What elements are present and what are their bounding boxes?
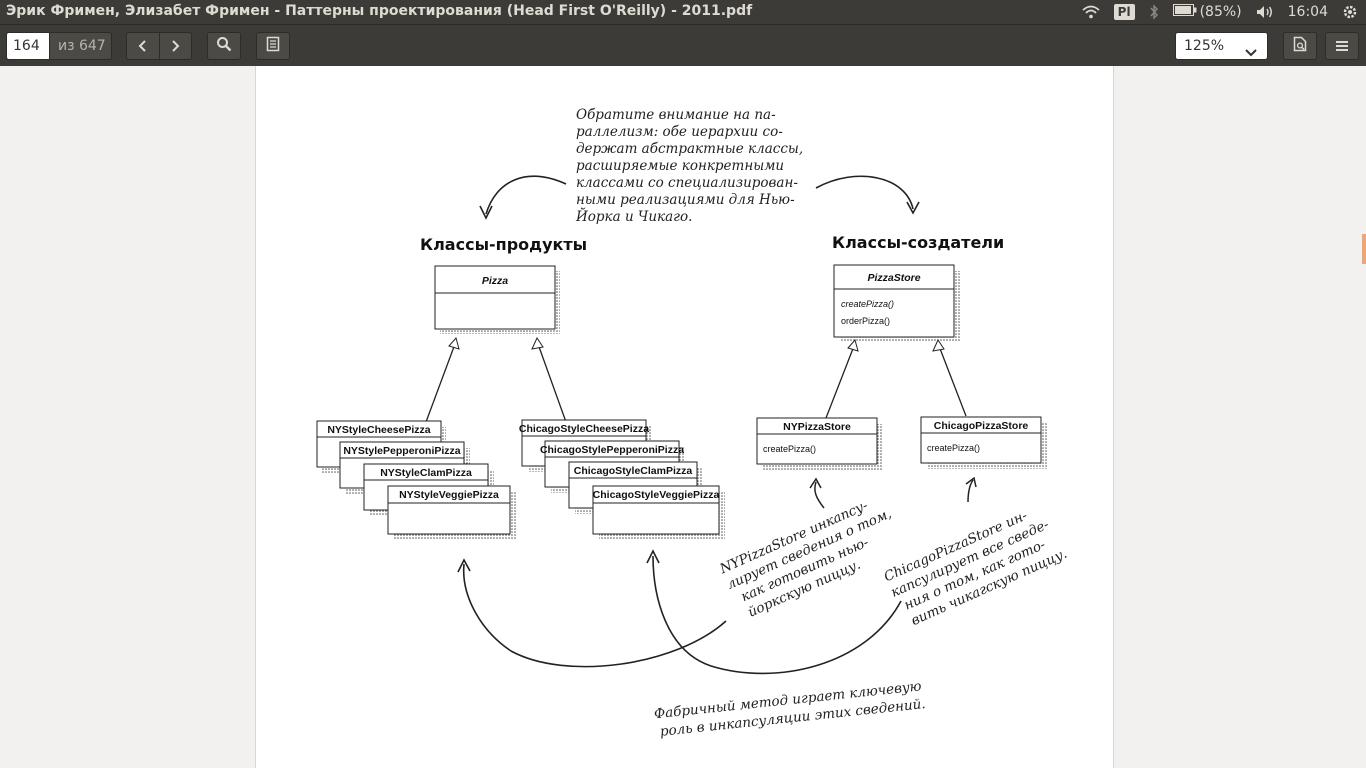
volume-icon[interactable] <box>1256 5 1274 19</box>
ny-pizza-4: NYStyleVeggiePizza <box>399 489 499 501</box>
battery-icon <box>1172 4 1197 20</box>
heading-creators: Классы-создатели <box>832 233 1004 252</box>
ny-pizza-2: NYStylePepperoniPizza <box>343 445 460 457</box>
top-note-line-1: Обратите внимание на па- <box>576 107 776 123</box>
keyboard-layout-label: Pl <box>1113 4 1135 20</box>
pizzastore-method-1: createPizza() <box>841 299 894 309</box>
uml-class-nypizzastore: NYPizzaStore createPizza() <box>756 417 883 470</box>
ny-pizza-3: NYStyleClamPizza <box>380 467 472 479</box>
system-tray: Pl (85%) 16:04 <box>1082 0 1366 24</box>
top-note: Обратите внимание на па- раллелизм: обе … <box>575 107 803 225</box>
page-nav-group <box>126 32 192 60</box>
chicago-pizza-3: ChicagoStyleClamPizza <box>574 465 693 477</box>
top-note-line-3: держат абстрактные классы, <box>576 141 803 157</box>
scrollbar-thumb[interactable] <box>1362 234 1366 264</box>
chevron-down-icon <box>1245 41 1257 67</box>
chicago-pizza-1: ChicagoStyleCheesePizza <box>519 423 649 435</box>
ny-pizza-stack: NYStyleCheesePizza NYStylePepperoniPizza… <box>316 420 516 540</box>
document-viewport[interactable]: Обратите внимание на па- раллелизм: обе … <box>0 66 1366 768</box>
page-illustration: Обратите внимание на па- раллелизм: обе … <box>316 107 1070 740</box>
pizzastore-method-2: orderPizza() <box>841 316 890 326</box>
arrow-to-products <box>485 175 567 215</box>
uml-class-chicagopizzastore: ChicagoPizzaStore createPizza() <box>920 416 1047 469</box>
top-panel: Эрик Фримен, Элизабет Фримен - Паттерны … <box>0 0 1366 24</box>
page-number-input[interactable]: 164 <box>6 32 50 60</box>
search-button[interactable] <box>207 32 241 60</box>
ny-pizza-1: NYStyleCheesePizza <box>327 424 430 436</box>
arrow-to-chicago-pizzas <box>652 555 902 675</box>
document-icon <box>1293 36 1307 56</box>
thumbnails-button[interactable] <box>256 32 290 60</box>
next-page-icon[interactable] <box>160 33 192 59</box>
prev-page-icon[interactable] <box>127 33 160 59</box>
chicago-store-note: ChicagoPizzaStore ин- капсулирует все св… <box>882 507 1070 629</box>
battery-indicator[interactable]: (85%) <box>1172 4 1242 20</box>
menu-button[interactable] <box>1325 32 1359 60</box>
arrow-to-ny-pizzas <box>462 563 727 668</box>
bottom-note: Фабричный метод играет ключевую роль в и… <box>653 678 926 740</box>
menu-icon <box>1335 37 1349 56</box>
search-icon <box>216 36 232 56</box>
battery-percent: (85%) <box>1199 4 1242 20</box>
chicagopizzastore-method: createPizza() <box>927 443 980 453</box>
pdf-page: Обратите внимание на па- раллелизм: обе … <box>255 66 1114 768</box>
zoom-select[interactable]: 125% <box>1175 32 1268 60</box>
thumbnails-icon <box>266 36 280 56</box>
wifi-icon[interactable] <box>1082 5 1100 19</box>
nypizzastore-name: NYPizzaStore <box>783 421 851 433</box>
chicagopizzastore-name: ChicagoPizzaStore <box>934 420 1029 432</box>
chicago-pizza-stack: ChicagoStyleCheesePizza ChicagoStylePepp… <box>519 419 725 540</box>
chicago-pizza-4: ChicagoStyleVeggiePizza <box>593 489 720 501</box>
top-note-line-2: раллелизм: обе иерархии со- <box>576 124 783 140</box>
top-note-line-7: Йорка и Чикаго. <box>575 207 692 225</box>
page-total-label: из 647 <box>50 32 112 60</box>
gear-icon[interactable] <box>1342 4 1358 20</box>
window-title: Эрик Фримен, Элизабет Фримен - Паттерны … <box>6 3 753 19</box>
bluetooth-icon[interactable] <box>1149 4 1159 20</box>
uml-class-pizzastore: PizzaStore createPizza() orderPizza() <box>833 264 960 341</box>
top-note-line-4: расширяемые конкретными <box>576 158 784 174</box>
top-note-line-6: ными реализациями для Нью- <box>576 192 795 208</box>
chicago-pizza-2: ChicagoStylePepperoniPizza <box>540 444 684 456</box>
heading-products: Классы-продукты <box>420 235 587 254</box>
pizza-class-name: Pizza <box>482 275 508 287</box>
keyboard-layout-indicator[interactable]: Pl <box>1113 4 1135 20</box>
scrollbar[interactable] <box>1360 66 1366 768</box>
clock[interactable]: 16:04 <box>1287 4 1328 20</box>
nypizzastore-method: createPizza() <box>763 444 816 454</box>
uml-class-pizza: Pizza <box>434 265 560 334</box>
zoom-value: 125% <box>1184 38 1225 54</box>
document-properties-button[interactable] <box>1283 32 1317 60</box>
top-note-line-5: классами со специализирован- <box>576 175 798 191</box>
pizzastore-class-name: PizzaStore <box>867 272 920 284</box>
viewer-toolbar: 164 из 647 125% <box>0 24 1366 67</box>
ny-store-note: NYPizzaStore инкапсу- лирует сведения о … <box>717 497 894 620</box>
arrow-to-creators <box>815 175 914 210</box>
